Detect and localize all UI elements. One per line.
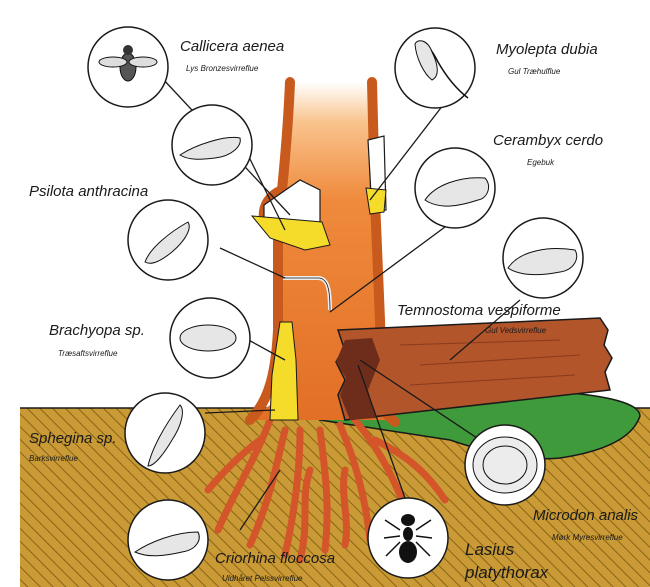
- label-myolepta-dubia-common: Gul Træhulflue: [508, 67, 560, 76]
- label-cerambyx-cerdo-common: Egebuk: [527, 158, 554, 167]
- inset-microdon-analis: [465, 425, 545, 505]
- label-criorhina-floccosa: Criorhina floccosa: [215, 550, 335, 567]
- label-cerambyx-cerdo: Cerambyx cerdo: [493, 132, 603, 149]
- inset-myolepta-dubia: [395, 28, 475, 108]
- label-criorhina-floccosa-common: Uldhåret Pelssvirreflue: [222, 574, 302, 583]
- label-lasius-line2: platythorax: [465, 563, 548, 583]
- inset-temnostoma-vespiforme: [503, 218, 583, 298]
- label-callicera-aenea: Callicera aenea: [180, 38, 284, 55]
- label-temnostoma-vespiforme: Temnostoma vespiforme: [397, 302, 561, 319]
- label-brachyopa-sp: Brachyopa sp.: [49, 322, 145, 339]
- inset-psilota-anthracina: [128, 200, 208, 280]
- inset-criorhina-floccosa: [128, 500, 208, 580]
- label-callicera-aenea-common: Lys Bronzesvirreflue: [186, 64, 258, 73]
- inset-callicera-aenea: [88, 27, 168, 107]
- label-myolepta-dubia: Myolepta dubia: [496, 41, 598, 58]
- inset-larva-1: [172, 105, 252, 185]
- label-brachyopa-sp-common: Træsaftsvirreflue: [58, 349, 117, 358]
- inset-sphegina-sp: [125, 393, 205, 473]
- inset-brachyopa-sp: [170, 298, 250, 378]
- label-microdon-analis: Microdon analis: [533, 507, 638, 524]
- label-sphegina-sp-common: Barksvirreflue: [29, 454, 78, 463]
- inset-cerambyx-cerdo: [415, 148, 495, 228]
- label-temnostoma-vespiforme-common: Gul Vedsvirreflue: [485, 326, 546, 335]
- label-psilota-anthracina: Psilota anthracina: [29, 183, 148, 200]
- label-lasius-line1: Lasius: [465, 540, 514, 560]
- label-microdon-analis-common: Mørk Myresvirreflue: [552, 533, 623, 542]
- label-sphegina-sp: Sphegina sp.: [29, 430, 117, 447]
- inset-lasius-platythorax: [368, 498, 448, 578]
